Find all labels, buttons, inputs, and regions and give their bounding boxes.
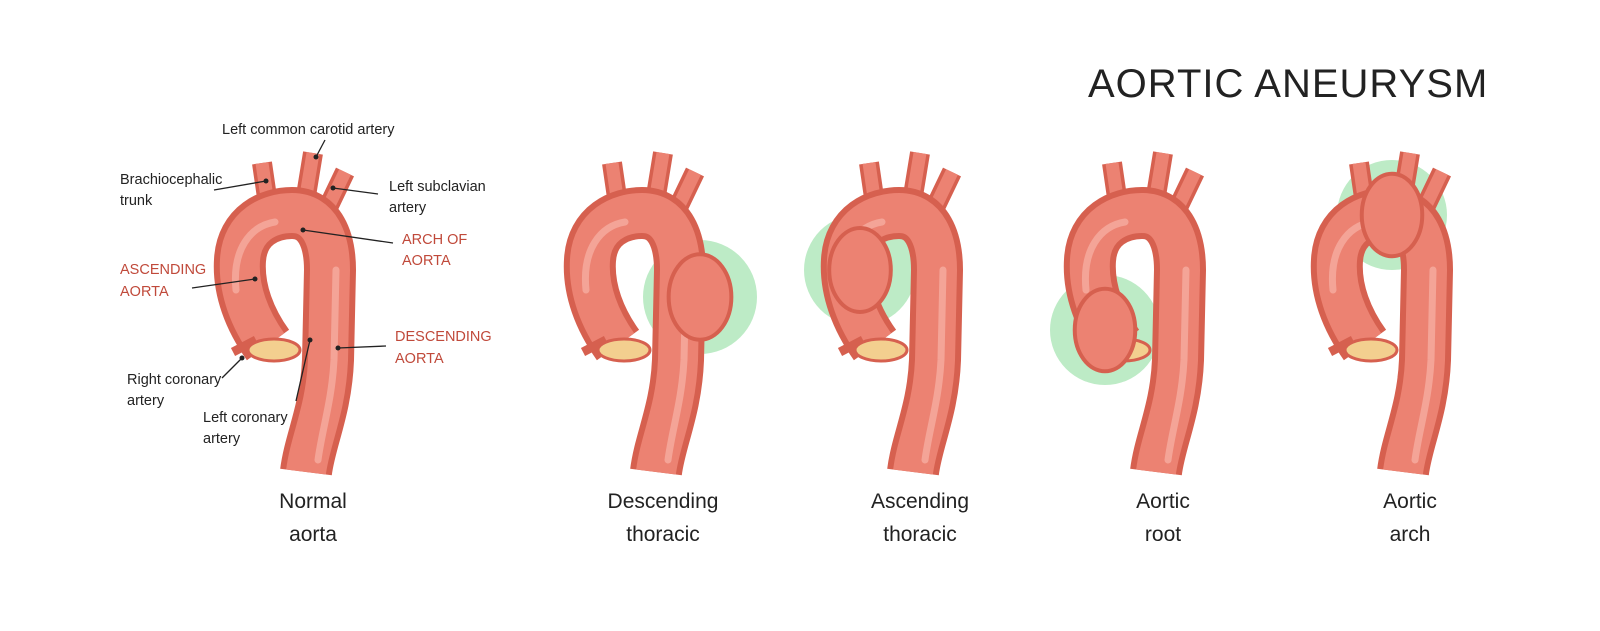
caption-line: thoracic [883, 523, 957, 546]
aneurysm-bulge [827, 226, 893, 314]
label-right-coronary-1: Right coronary [127, 372, 222, 388]
label-arch-2: AORTA [402, 253, 451, 269]
label-descending-1: DESCENDING [395, 329, 492, 345]
caption-line: arch [1390, 523, 1431, 546]
caption-line: Ascending [871, 490, 969, 513]
label-left-coronary-1: Left coronary [203, 410, 288, 426]
aorta-figure-descending: Descending thoracic [583, 153, 757, 546]
annotations [191, 139, 394, 402]
label-left-common-carotid: Left common carotid artery [222, 122, 395, 138]
label-left-subclavian-2: artery [389, 200, 427, 216]
label-left-subclavian-1: Left subclavian [389, 179, 486, 195]
label-arch-1: ARCH OF [402, 232, 467, 248]
label-ascending-1: ASCENDING [120, 262, 206, 278]
aneurysm-bulge [666, 252, 734, 342]
aneurysm-bulge [1072, 286, 1138, 374]
caption-line: root [1145, 523, 1181, 546]
aorta-figure-ascending: Ascending thoracic [804, 153, 969, 546]
label-descending-2: AORTA [395, 351, 444, 367]
caption-line: Descending [608, 490, 719, 513]
label-brachiocephalic-1: Brachiocephalic [120, 172, 222, 188]
diagram-title: AORTIC ANEURYSM [1088, 62, 1489, 106]
caption-line: Normal [279, 490, 347, 513]
label-left-coronary-2: artery [203, 431, 241, 447]
annotation-dots [239, 154, 341, 361]
aneurysm-bulge [1359, 171, 1425, 259]
aorta-figure-arch: Aortic arch [1330, 153, 1447, 546]
caption-line: thoracic [626, 523, 700, 546]
label-brachiocephalic-2: trunk [120, 193, 153, 209]
label-ascending-2: AORTA [120, 284, 169, 300]
aorta-figure-none: Normal aorta [233, 153, 347, 546]
label-right-coronary-2: artery [127, 393, 165, 409]
aorta-figure-root: Aortic root [1050, 153, 1195, 546]
caption-line: aorta [289, 523, 337, 546]
caption-line: Aortic [1136, 490, 1190, 513]
caption-line: Aortic [1383, 490, 1437, 513]
